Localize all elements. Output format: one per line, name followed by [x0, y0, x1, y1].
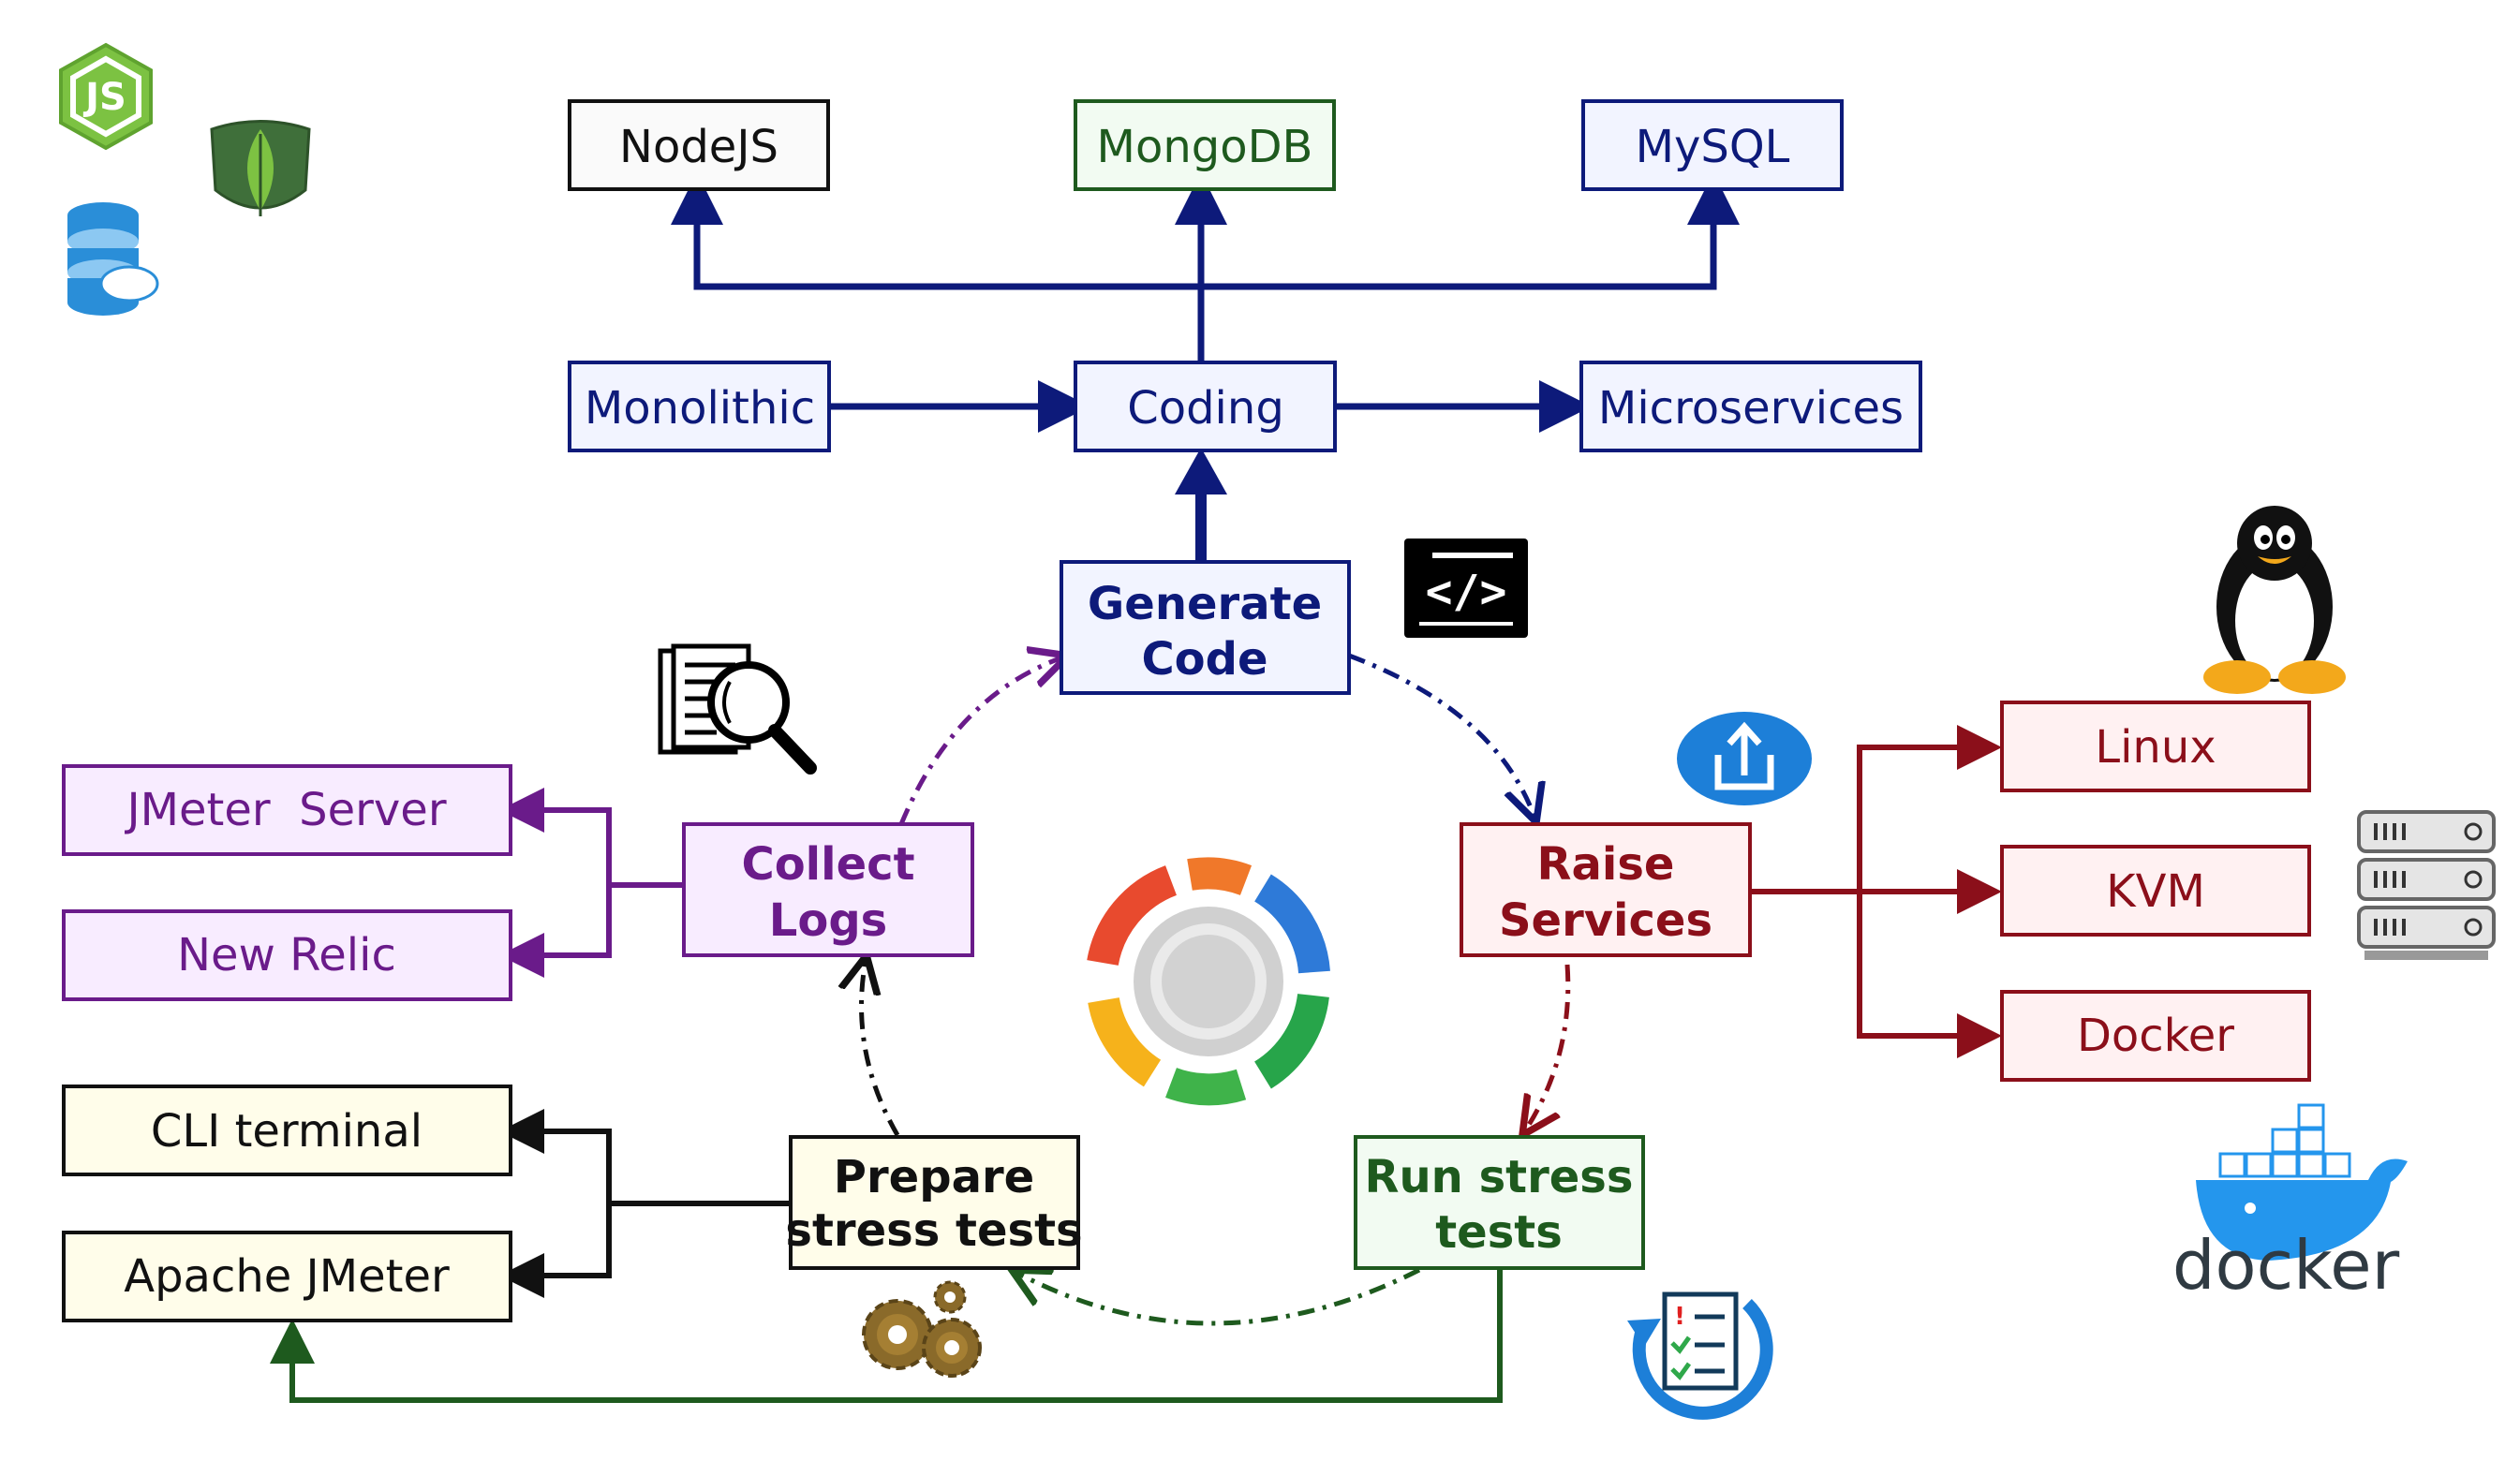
edge-run-prepare — [1012, 1270, 1421, 1326]
edge-bus-mysql — [1201, 172, 1740, 290]
edge-to-new-relic — [499, 885, 612, 978]
mysql-database-icon — [67, 202, 159, 316]
node-generate-code-line2: Code — [1141, 633, 1267, 686]
node-cli-terminal-label: CLI terminal — [151, 1105, 422, 1158]
node-raise-services: Raise Services — [1460, 822, 1752, 957]
node-run-line2: tests — [1435, 1206, 1563, 1259]
connectors — [270, 172, 2002, 1403]
node-apache-jmeter: Apache JMeter — [62, 1231, 512, 1322]
node-monolithic: Monolithic — [568, 361, 831, 452]
node-coding-label: Coding — [1127, 382, 1284, 435]
edge-collect-generate — [898, 656, 1068, 825]
node-raise-services-line1: Raise — [1537, 838, 1675, 891]
edge-to-jmeter-server — [499, 788, 612, 885]
node-collect-logs-line1: Collect — [741, 838, 914, 891]
node-prepare-line1: Prepare — [834, 1151, 1034, 1203]
node-nodejs: NodeJS — [568, 99, 830, 191]
edge-run-to-jmeter — [270, 1270, 1503, 1403]
node-microservices: Microservices — [1579, 361, 1922, 452]
node-mysql-label: MySQL — [1636, 121, 1790, 173]
nodejs-logo-icon: JS — [59, 42, 153, 151]
edge-to-cli — [499, 1109, 612, 1203]
mongodb-leaf-icon — [210, 120, 311, 216]
node-mongodb-label: MongoDB — [1097, 121, 1313, 173]
node-new-relic-label: New Relic — [177, 929, 396, 981]
server-rack-icon — [2357, 810, 2496, 960]
node-generate-code-line1: Generate — [1088, 578, 1322, 630]
node-docker-label: Docker — [2077, 1010, 2234, 1062]
svg-text:!: ! — [1674, 1303, 1685, 1331]
docker-whale-icon — [2196, 1103, 2408, 1261]
node-apache-jmeter-label: Apache JMeter — [124, 1250, 450, 1303]
node-collect-logs: Collect Logs — [682, 822, 974, 957]
node-run-stress-tests: Run stress tests — [1354, 1135, 1645, 1270]
edge-bus-nodejs — [671, 172, 1201, 290]
node-jmeter-server: JMeter Server — [62, 764, 512, 856]
node-collect-logs-line2: Logs — [769, 894, 888, 947]
node-nodejs-label: NodeJS — [619, 121, 778, 173]
node-linux: Linux — [2000, 701, 2311, 792]
edge-to-linux — [1857, 725, 2002, 892]
node-prepare-stress-tests: Prepare stress tests — [785, 1135, 1083, 1270]
node-jmeter-server-label: JMeter Server — [124, 784, 446, 836]
edge-to-docker — [1857, 892, 2002, 1058]
node-new-relic: New Relic — [62, 909, 512, 1001]
edge-to-apache-jmeter — [499, 1203, 612, 1298]
node-linux-label: Linux — [2095, 721, 2216, 774]
node-cli-terminal: CLI terminal — [62, 1085, 512, 1176]
node-docker: Docker — [2000, 990, 2311, 1082]
node-run-line1: Run stress — [1365, 1151, 1634, 1203]
linux-penguin-icon — [2203, 506, 2346, 694]
node-monolithic-label: Monolithic — [585, 382, 815, 435]
edge-generate-raise — [1348, 653, 1536, 822]
node-raise-services-line2: Services — [1499, 894, 1712, 947]
document-magnifier-icon — [658, 643, 817, 775]
node-kvm: KVM — [2000, 845, 2311, 937]
checklist-refresh-icon: ! — [1627, 1291, 1773, 1420]
svg-text:</>: </> — [1426, 566, 1507, 618]
docker-logo-wordmark: docker — [2172, 1226, 2400, 1305]
edge-prepare-collect — [862, 955, 900, 1137]
node-kvm-label: KVM — [2106, 865, 2205, 918]
edge-generate-coding-head — [1175, 448, 1227, 494]
edge-raise-run — [1522, 964, 1571, 1135]
node-prepare-line2: stress tests — [785, 1204, 1082, 1257]
upload-icon — [1677, 712, 1812, 805]
node-mysql: MySQL — [1581, 99, 1844, 191]
node-mongodb: MongoDB — [1074, 99, 1336, 191]
gears-icon — [862, 1280, 982, 1378]
code-terminal-icon: </> — [1404, 539, 1528, 638]
node-coding: Coding — [1074, 361, 1337, 452]
node-generate-code: Generate Code — [1060, 560, 1351, 695]
svg-text:JS: JS — [82, 76, 126, 119]
cycle-arrows-icon — [1087, 857, 1330, 1106]
node-microservices-label: Microservices — [1598, 382, 1904, 435]
